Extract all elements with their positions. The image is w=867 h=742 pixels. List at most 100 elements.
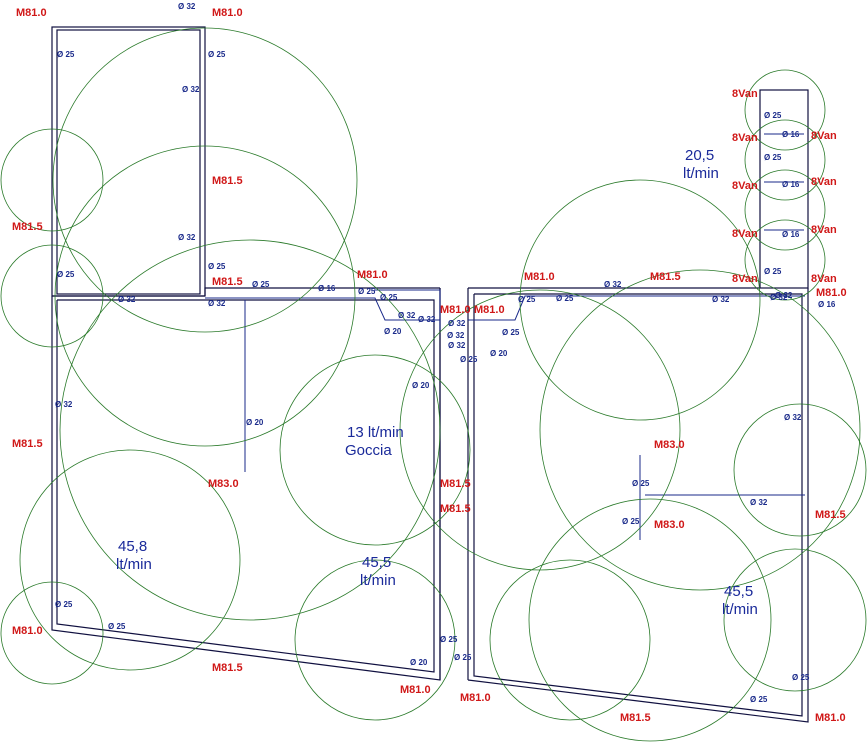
coverage-circle [723, 548, 867, 692]
zone-flow-unit: lt/min [360, 572, 396, 589]
elevation-label: M83.0 [208, 478, 239, 490]
zone-flow-value: 13 lt/min [347, 424, 404, 441]
coverage-circle [279, 354, 471, 546]
elevation-label: M81.0 [460, 692, 491, 704]
pipe-diameter-label: Ø 20 [246, 418, 264, 427]
pipe-diameter-label: Ø 20 [384, 327, 402, 336]
valve-label: 8Van [811, 176, 837, 188]
pipe-diameter-label: Ø 16 [782, 230, 800, 239]
elevation-label: M81.0 [815, 712, 846, 724]
sprinkler-coverage [0, 27, 867, 742]
coverage-circle [294, 559, 456, 721]
elevation-label: M81.5 [620, 712, 651, 724]
pipe-diameter-label: Ø 16 [318, 284, 336, 293]
pipe-diameter-label: Ø 25 [622, 517, 640, 526]
elevation-label: M81.5 [650, 271, 681, 283]
pipe-diameter-label: Ø 25 [764, 267, 782, 276]
pipe-diameter-label: Ø 25 [55, 600, 73, 609]
elevation-label: M81.0 [212, 7, 243, 19]
pipe-diameter-label: Ø 16 [818, 300, 836, 309]
pipe-diameter-label: Ø 25 [792, 673, 810, 682]
valve-label: 8Van [732, 180, 758, 192]
elevation-label: M81.0 [357, 269, 388, 281]
valve-label: 8Van [811, 224, 837, 236]
zone-flow-unit: Goccia [345, 442, 392, 459]
elevation-label: M81.5 [12, 438, 43, 450]
elevation-label: M81.0 [474, 304, 505, 316]
coverage-circle [52, 27, 358, 333]
coverage-circle [744, 169, 826, 251]
coverage-circle [528, 498, 772, 742]
pipe-diameter-label: Ø 32 [448, 341, 466, 350]
pipe-diameter-label: Ø 25 [57, 50, 75, 59]
pipe-diameter-label: Ø 32 [398, 311, 416, 320]
pipe-diameter-label: Ø 32 [55, 400, 73, 409]
pipe-diameter-label: Ø 32 [178, 2, 196, 11]
pipe-diameter-label: Ø 25 [518, 295, 536, 304]
pipe-diameter-label: Ø 32 [182, 85, 200, 94]
pipe-diameter-label: Ø 32 [712, 295, 730, 304]
elevation-label: M81.0 [16, 7, 47, 19]
elevation-label: M81.5 [440, 478, 471, 490]
elevation-label: M81.5 [440, 503, 471, 515]
pipe-diameter-label: Ø 25 [556, 294, 574, 303]
pipe-diameter-label: Ø 25 [632, 479, 650, 488]
pipe-diameter-label: Ø 25 [502, 328, 520, 337]
pipe-diameter-label: Ø 32 [178, 233, 196, 242]
pipe-diameter-label: Ø 16 [782, 180, 800, 189]
coverage-circle [744, 119, 826, 201]
elevation-label: M81.0 [440, 304, 471, 316]
coverage-circle [19, 449, 241, 671]
coverage-circle [0, 244, 104, 348]
elevation-label: M81.0 [524, 271, 555, 283]
elevation-label: M81.5 [212, 662, 243, 674]
pipe-diameter-label: Ø 32 [118, 295, 136, 304]
elevation-label: M83.0 [654, 519, 685, 531]
elevation-label: M81.5 [12, 221, 43, 233]
zone-flow-unit: lt/min [683, 165, 719, 182]
pipe-diameter-label: Ø 32 [770, 293, 788, 302]
pipe-diameter-label: Ø 32 [208, 299, 226, 308]
pipe-diameter-label: Ø 32 [447, 331, 465, 340]
pipe-diameter-label: Ø 32 [418, 315, 436, 324]
valve-label: 8Van [732, 88, 758, 100]
elevation-label: M81.5 [212, 276, 243, 288]
zone-flow-value: 45,5 [362, 554, 391, 571]
pipe-diameter-label: Ø 25 [208, 262, 226, 271]
pipe-diameter-label: Ø 32 [448, 319, 466, 328]
pipe-diameter-label: Ø 25 [460, 355, 478, 364]
coverage-circle [59, 239, 441, 621]
elevation-label: M81.5 [212, 175, 243, 187]
valve-label: 8Van [732, 273, 758, 285]
pipe-diameter-label: Ø 25 [750, 695, 768, 704]
pipe-diameter-label: Ø 20 [410, 658, 428, 667]
zone-flow-value: 45,5 [724, 583, 753, 600]
coverage-circle [733, 403, 867, 537]
pipe-diameter-label: Ø 25 [764, 111, 782, 120]
walls [51, 26, 809, 723]
elevation-label: M81.0 [12, 625, 43, 637]
pipe-diameter-label: Ø 20 [490, 349, 508, 358]
zone-flow-value: 45,8 [118, 538, 147, 555]
coverage-circle [744, 69, 826, 151]
pipe-diameter-label: Ø 25 [380, 293, 398, 302]
pipe-diameter-label: Ø 25 [57, 270, 75, 279]
coverage-circle [744, 219, 826, 301]
pipe-diameter-label: Ø 32 [750, 498, 768, 507]
valve-label: 8Van [732, 228, 758, 240]
elevation-label: M83.0 [654, 439, 685, 451]
zone-flow-unit: lt/min [116, 556, 152, 573]
coverage-circle [489, 559, 651, 721]
elevation-label: M81.5 [815, 509, 846, 521]
pipe-diameter-label: Ø 25 [252, 280, 270, 289]
coverage-circle [54, 145, 356, 447]
pipe-diameter-label: Ø 32 [604, 280, 622, 289]
pipe-diameter-label: Ø 25 [454, 653, 472, 662]
zone-flow-value: 20,5 [685, 147, 714, 164]
pipe-diameter-label: Ø 25 [208, 50, 226, 59]
pipe-diameter-label: Ø 25 [440, 635, 458, 644]
pipe-diameter-label: Ø 25 [108, 622, 126, 631]
pipe-diameter-label: Ø 16 [782, 130, 800, 139]
